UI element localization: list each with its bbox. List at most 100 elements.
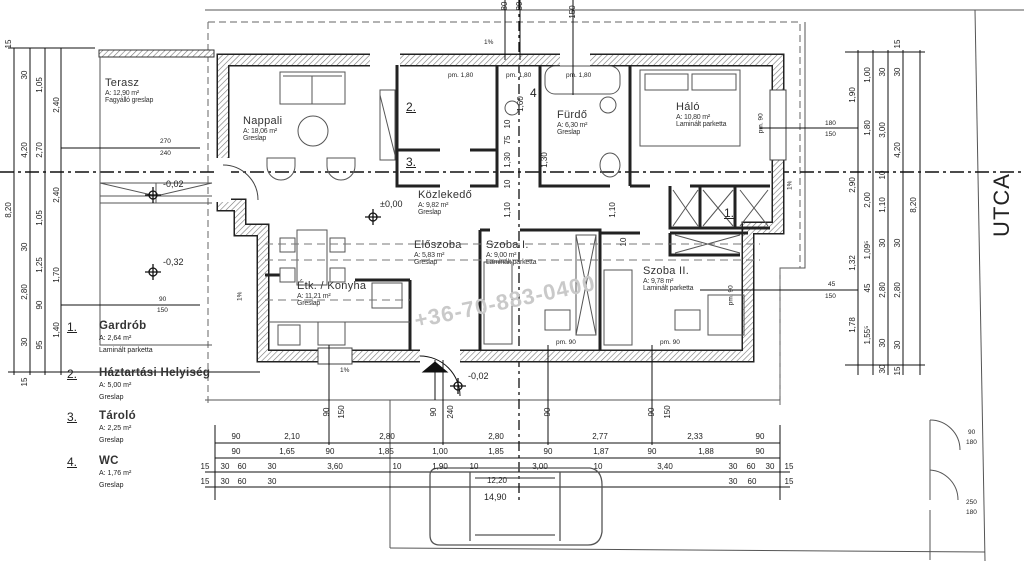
dimension-label: 15 — [20, 377, 29, 387]
dimension-label: 90 — [647, 407, 656, 417]
dimension-label: 1,78 — [848, 317, 857, 333]
dimension-label: 10 — [392, 462, 402, 471]
legend-name: WC — [99, 455, 119, 467]
interior-walls — [265, 65, 770, 350]
dimension-label: 2,80 — [20, 284, 29, 300]
dimension-label: 15 — [784, 477, 794, 486]
dimension-label: 150 — [337, 405, 346, 419]
dimension-label: 30 — [893, 340, 902, 350]
window-height: 240 — [160, 150, 171, 157]
dimension-label: 60 — [237, 477, 247, 486]
outer-walls — [215, 52, 787, 365]
dimension-label: 1,85 — [378, 447, 394, 456]
dimension-label: 1,10 — [878, 197, 887, 213]
room-area: A: 9,82 m² — [418, 201, 449, 209]
dimension-label: 60 — [747, 477, 757, 486]
window-height: 180 — [966, 509, 977, 516]
room-name: Szoba I. — [486, 239, 529, 251]
legend-number: 2. — [67, 367, 78, 381]
window-width: 90 — [159, 296, 167, 303]
room-eloszoba: Előszoba A: 5,83 m² Greslap — [414, 239, 462, 266]
dimension-label: 90 — [325, 447, 335, 456]
dimension-label: 1,32 — [848, 255, 857, 271]
dimension-label: 10 — [593, 462, 603, 471]
dimension-label: 10 — [469, 462, 479, 471]
dimension-label: 1,00 — [432, 447, 448, 456]
dimension-label: 1,10 — [503, 202, 512, 218]
room-floor: Greslap — [414, 258, 438, 266]
room-name: Terasz — [105, 77, 140, 89]
dimension-label: 3,00 — [878, 122, 887, 138]
ceiling-lines — [265, 243, 760, 301]
dimension-label: 90 — [429, 407, 438, 417]
dimension-label: 1,40 — [52, 322, 61, 338]
legend-number: 3. — [67, 410, 78, 424]
room-area: A: 11,21 m² — [297, 292, 331, 300]
room-area: A: 9,00 m² — [486, 251, 517, 259]
legend-floor: Laminált parketta — [99, 347, 153, 354]
room-furdo: Fürdő A: 6,30 m² Greslap — [557, 109, 588, 136]
room-konyha: Étk. / Konyha A: 11,21 m² Greslap — [297, 280, 366, 307]
slope-label: 1% — [786, 180, 794, 190]
dimension-label: 90 — [647, 447, 657, 456]
dimension-label: 90 — [35, 300, 44, 310]
legend-number: 1. — [67, 320, 78, 334]
window-width: 250 — [966, 499, 977, 506]
room-area: A: 6,30 m² — [557, 121, 588, 129]
legend-area: A: 1,76 m² — [99, 470, 132, 477]
slope-label: 1% — [340, 367, 350, 374]
level-markers — [145, 187, 466, 394]
dimension-label: 2,33 — [687, 432, 703, 441]
entrance-marker — [419, 355, 461, 400]
legend-area: A: 2,25 m² — [99, 425, 132, 432]
dimension-label: 3,40 — [657, 462, 673, 471]
dimension-label: 1,90 — [432, 462, 448, 471]
dimension-label: 3,00 — [532, 462, 548, 471]
dimension-label: 60 — [237, 462, 247, 471]
slope-label: 1% — [484, 39, 494, 46]
dimension-label: 1,25 — [35, 257, 44, 273]
elevation-label: -0,02 — [468, 371, 489, 381]
dimension-label: 12,20 — [486, 476, 508, 485]
dimension-label: 30 — [878, 338, 887, 348]
room-szoba-1: Szoba I. A: 9,00 m² Laminált parketta — [486, 239, 536, 266]
dimension-lines — [8, 0, 925, 500]
dimension-label: 1,88 — [698, 447, 714, 456]
dimension-label: 60 — [746, 462, 756, 471]
room-area: A: 9,78 m² — [643, 277, 674, 285]
parapet-label: pm. 90 — [727, 285, 735, 306]
dimension-label: 90 — [231, 432, 241, 441]
room-number: 1. — [724, 206, 735, 220]
legend-area: A: 2,64 m² — [99, 335, 132, 342]
window-width: 270 — [160, 138, 171, 145]
dimension-label: 1,65 — [279, 447, 295, 456]
dimension-label: 2,40 — [52, 97, 61, 113]
dimension-label: 8,20 — [909, 197, 918, 213]
dimension-label: 1,00 — [863, 67, 872, 83]
dimension-label: 10 — [503, 179, 512, 189]
dimension-label: 2,77 — [592, 432, 608, 441]
room-nappali: Nappali A: 18,06 m² Greslap — [243, 115, 282, 142]
legend-number: 4. — [67, 455, 78, 469]
dimension-label: 1,05 — [35, 210, 44, 226]
window-width: 90 — [968, 429, 976, 436]
total-width-label: 14,90 — [484, 492, 507, 502]
street-label: UTCA — [988, 173, 1014, 237]
dimension-label: 30 — [20, 242, 29, 252]
room-szoba-2: Szoba II. A: 9,78 m² Laminált parketta — [643, 265, 693, 292]
dimension-label: 2,80 — [379, 432, 395, 441]
dimension-label: 240 — [446, 405, 455, 419]
parapet-label: pm. 90 — [660, 339, 680, 346]
dimension-label: 2,80 — [893, 282, 902, 298]
dimension-label: 4,20 — [20, 142, 29, 158]
dimension-label: 1,30 — [540, 152, 549, 168]
window-height: 150 — [157, 307, 168, 314]
dimension-label: 30 — [728, 477, 738, 486]
room-name: Szoba II. — [643, 265, 690, 277]
dimension-label: 80 — [500, 1, 509, 11]
window-width: 45 — [828, 281, 836, 288]
room-kozlekedo: Közlekedő A: 9,82 m² Greslap — [418, 189, 472, 216]
dimension-label: 2,90 — [848, 177, 857, 193]
dimension-label: 30 — [267, 477, 277, 486]
